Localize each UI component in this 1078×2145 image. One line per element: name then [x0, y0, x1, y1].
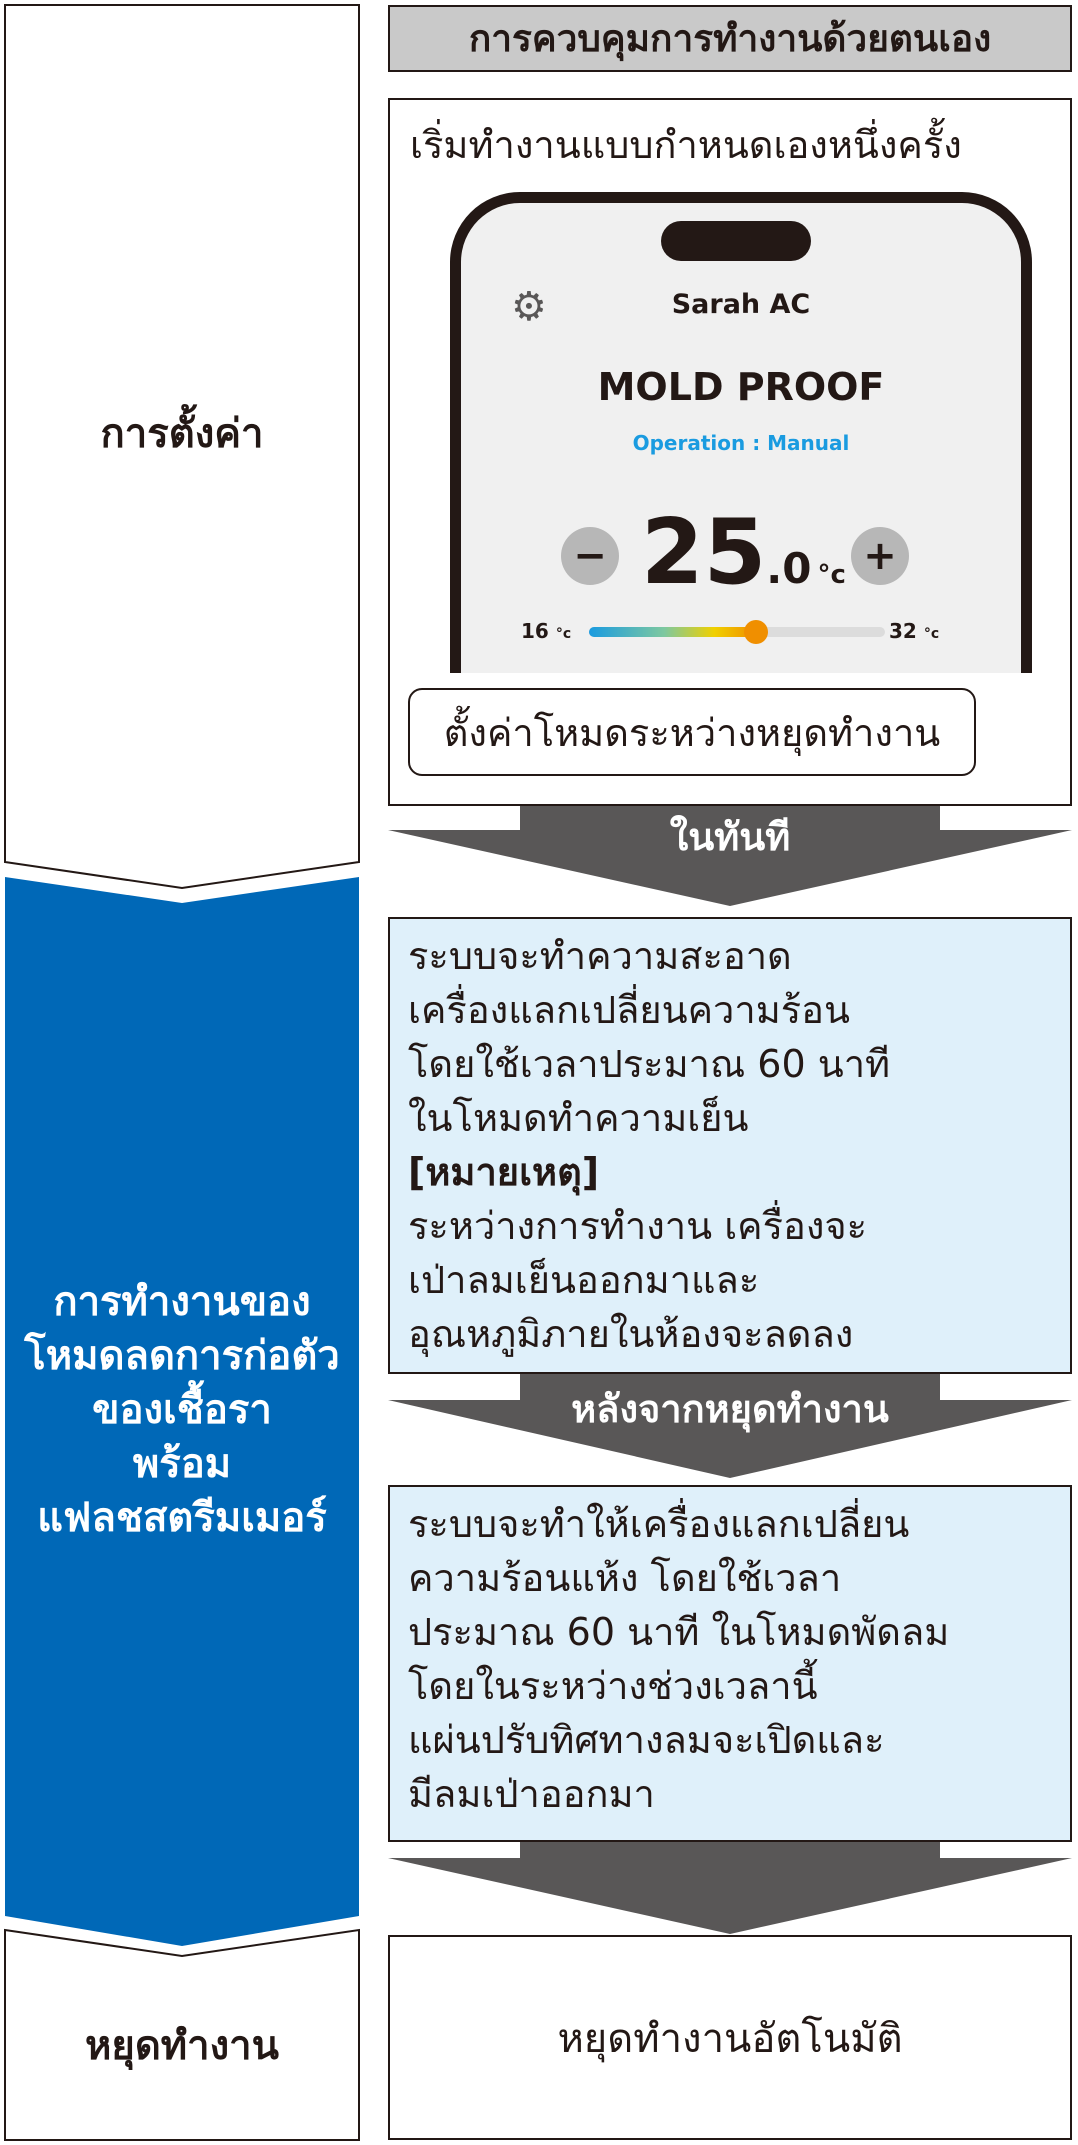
set-mode-during-stop-button[interactable]: ตั้งค่าโหมดระหว่างหยุดทำงาน [408, 688, 976, 776]
cooling-step-box: ระบบจะทำความสะอาด เครื่องแลกเปลี่ยนความร… [388, 917, 1072, 1374]
operation-label-line: แฟลชสตรีมเมอร์ [37, 1495, 327, 1541]
operation-label-line: พร้อม [132, 1441, 232, 1487]
step-line: โดยในระหว่างช่วงเวลานี้ [408, 1664, 818, 1708]
temperature-down-button[interactable]: − [561, 527, 619, 585]
note-line: ระหว่างการทำงาน เครื่องจะ [408, 1204, 868, 1248]
temperature-up-button[interactable]: + [851, 527, 909, 585]
arrow-immediately [388, 806, 1072, 906]
note-line: เป่าลมเย็นออกมาและ [408, 1258, 760, 1302]
temperature-integer: 25 [641, 500, 767, 605]
stop-column-label: หยุดทำงาน [85, 2023, 279, 2069]
note-title: [หมายเหตุ] [408, 1150, 600, 1194]
step-line: ความร้อนแห้ง โดยใช้เวลา [408, 1556, 842, 1600]
operation-column-label: การทำงานของ โหมดลดการก่อตัว ของเชื้อรา พ… [5, 905, 359, 1915]
step-line: แผ่นปรับทิศทางลมจะเปิดและ [408, 1718, 885, 1762]
stop-column-shape [4, 1928, 360, 2141]
step-line: เครื่องแลกเปลี่ยนความร้อน [408, 988, 850, 1032]
temperature-unit: °c [817, 560, 846, 590]
operation-column-band [5, 877, 359, 1946]
fan-step-box: ระบบจะทำให้เครื่องแลกเปลี่ยน ความร้อนแห้… [388, 1485, 1072, 1842]
auto-stop-text: หยุดทำงานอัตโนมัติ [557, 2015, 903, 2062]
temperature-slider[interactable] [589, 620, 885, 644]
arrow-after-stop [388, 1374, 1072, 1478]
minus-icon: − [573, 533, 607, 579]
step-line: ประมาณ 60 นาที ในโหมดพัดลม [408, 1610, 950, 1654]
slider-thumb[interactable] [743, 620, 768, 644]
operation-label-line: การทำงานของ [53, 1279, 311, 1325]
arrow-label-immediately: ในทันที [669, 814, 791, 859]
step-line: โดยใช้เวลาประมาณ 60 นาที [408, 1042, 891, 1086]
phone-notch [661, 221, 811, 261]
app-title: Sarah AC [671, 289, 811, 320]
manual-control-header: การควบคุมการทำงานด้วยตนเอง [388, 5, 1072, 72]
operation-status: Operation : Manual [632, 431, 850, 455]
setting-panel: เริ่มทำงานแบบกำหนดเองหนึ่งครั้ง ⚙ Sarah … [388, 98, 1072, 806]
phone-mockup: ⚙ Sarah AC MOLD PROOF Operation : Manual… [450, 192, 1032, 673]
slider-fill [589, 627, 756, 637]
operation-label-line: โหมดลดการก่อตัว [24, 1333, 340, 1379]
step-line: ระบบจะทำให้เครื่องแลกเปลี่ยน [408, 1502, 910, 1546]
range-max-label: 32 °c [889, 619, 940, 643]
gear-icon[interactable]: ⚙ [511, 284, 547, 330]
step-line: ระบบจะทำความสะอาด [408, 934, 792, 978]
arrow-label-after-stop: หลังจากหยุดทำงาน [571, 1386, 889, 1431]
mode-name: MOLD PROOF [597, 365, 885, 409]
range-min-label: 16 °c [521, 619, 572, 643]
setting-column-shape [4, 4, 360, 890]
plus-icon: + [863, 533, 897, 579]
setting-panel-title: เริ่มทำงานแบบกำหนดเองหนึ่งครั้ง [410, 123, 962, 167]
operation-label-line: ของเชื้อรา [92, 1387, 272, 1433]
step-line: ในโหมดทำความเย็น [408, 1096, 749, 1140]
setting-column-label: การตั้งค่า [100, 411, 264, 457]
note-line: อุณหภูมิภายในห้องจะลดลง [408, 1312, 854, 1356]
step-line: มีลมเป่าออกมา [408, 1772, 655, 1816]
auto-stop-box: หยุดทำงานอัตโนมัติ [388, 1935, 1072, 2140]
arrow-to-stop [388, 1832, 1072, 1934]
temperature-decimal: .0 [766, 544, 812, 593]
temperature-display: 25.0°c [641, 503, 846, 603]
